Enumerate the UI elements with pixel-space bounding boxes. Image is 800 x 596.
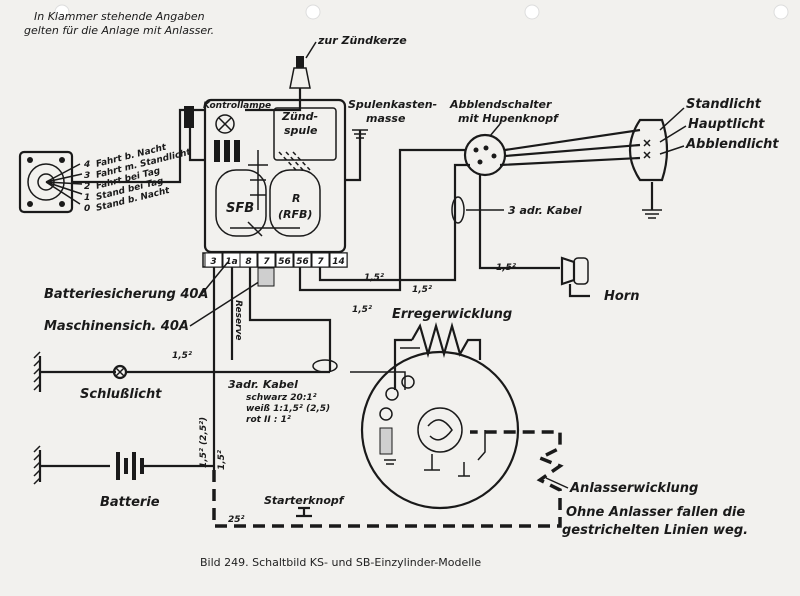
- leader-line: [659, 107, 687, 155]
- wire: [499, 128, 641, 167]
- wire-label-vertical: 1,5² (2,5²): [199, 417, 209, 468]
- switch-position-number: 0: [84, 204, 90, 214]
- header-note-line1: In Klammer stehende Angaben: [34, 10, 205, 23]
- wire-label: 1,5²: [352, 305, 372, 315]
- starter-button: [296, 506, 312, 518]
- label-sfb: SFB: [226, 201, 254, 216]
- wire: [345, 130, 362, 182]
- label-batteriesicherung: Batteriesicherung 40A: [44, 287, 209, 302]
- label-abblendschalter-1: Abblendschalter: [449, 98, 552, 111]
- wire-label: 1,5²: [496, 263, 516, 273]
- spark-plug-connector: [245, 56, 311, 112]
- terminal-label: 56: [296, 257, 309, 267]
- cable-bundle: [451, 196, 465, 224]
- battery: [33, 445, 214, 485]
- label-abblendlicht: Abblendlicht: [685, 137, 779, 152]
- terminal-strip: 3 1a 8 7 56 56 7 14: [202, 252, 348, 268]
- label-kabel-spec-2: weiß 1:1,5² (2,5): [246, 404, 330, 414]
- dimmer-switch: [463, 133, 507, 177]
- label-kabel-spec-3: rot II : 1²: [246, 415, 291, 425]
- wire-label: 1,5²: [364, 273, 384, 283]
- label-maschinensicherung: Maschinensich. 40A: [44, 319, 189, 334]
- switch-position-number: 4: [83, 160, 90, 170]
- terminal-label: 7: [317, 257, 324, 267]
- wire-label-vertical2: 1,5²: [217, 450, 227, 470]
- ground-symbol: [352, 129, 368, 139]
- punch-hole: [773, 4, 789, 20]
- wire-label: 1,5²: [412, 285, 432, 295]
- switch-position-number: 1: [84, 193, 90, 203]
- punch-hole: [305, 4, 321, 20]
- terminal-label: 3: [210, 257, 216, 267]
- starter-circuit-dashed: [212, 430, 564, 528]
- leader-line: [489, 123, 501, 137]
- label-starterknopf: Starterknopf: [264, 494, 345, 507]
- figure-caption: Bild 249. Schaltbild KS- und SB-Einzylin…: [200, 556, 481, 569]
- terminal-box: [275, 252, 294, 268]
- wire-label: 1,5²: [172, 351, 192, 361]
- wire: [318, 163, 470, 282]
- label-zuendspule-2: spule: [284, 124, 318, 137]
- fuse-block: [257, 267, 275, 287]
- control-box: [203, 98, 347, 254]
- punch-hole: [524, 4, 540, 20]
- terminal-box: [239, 252, 258, 268]
- fuse-block: [184, 106, 194, 128]
- label-kontrollampe: Kontrollampe: [203, 101, 271, 111]
- label-batterie: Batterie: [100, 495, 160, 510]
- wire-label-25: 25²: [228, 515, 245, 525]
- label-3adr-kabel: 3adr. Kabel: [228, 378, 298, 391]
- label-abblendschalter-2: mit Hupenknopf: [458, 112, 559, 125]
- label-3adr-kabel-top: 3 adr. Kabel: [508, 204, 582, 217]
- label-zuendkerze: zur Zündkerze: [317, 34, 407, 47]
- label-r: R: [292, 192, 300, 205]
- cable-bundle: [312, 359, 338, 373]
- terminal-box: [257, 252, 276, 268]
- terminal-box: [329, 252, 348, 268]
- label-anlasser-note-2: gestrichelten Linien weg.: [562, 523, 748, 538]
- label-rfb: (RFB): [278, 208, 312, 221]
- switch-position-number: 3: [84, 171, 90, 181]
- label-anlasser-note-1: Ohne Anlasser fallen die: [566, 505, 745, 520]
- label-spulenkasten-2: masse: [366, 112, 406, 125]
- leader-line: [189, 261, 266, 327]
- exciter-winding: [393, 321, 482, 390]
- label-anlasserwicklung: Anlasserwicklung: [569, 481, 698, 496]
- terminal-label: 7: [263, 257, 270, 267]
- wire: [298, 148, 465, 292]
- wire: [478, 175, 560, 270]
- label-schlusslicht: Schlußlicht: [80, 387, 162, 402]
- switch-position-number: 2: [84, 182, 90, 192]
- terminal-label: 1a: [225, 257, 237, 267]
- terminal-label: 8: [245, 257, 251, 267]
- wire: [350, 371, 406, 390]
- terminal-box: [293, 252, 312, 268]
- wire: [188, 128, 205, 162]
- leader-line: [545, 477, 569, 489]
- wire: [248, 267, 332, 372]
- label-reserve: Reserve: [233, 300, 243, 340]
- label-hauptlicht: Hauptlicht: [688, 117, 765, 132]
- horn: [560, 256, 590, 298]
- terminal-label: 14: [332, 257, 345, 267]
- headlamp: [629, 118, 669, 219]
- label-standlicht: Standlicht: [686, 97, 762, 112]
- label-zuendspule-1: Zünd-: [281, 110, 318, 123]
- punch-hole: [54, 4, 70, 20]
- label-horn: Horn: [604, 289, 639, 304]
- tail-light: [33, 351, 330, 392]
- header-note-line2: gelten für die Anlage mit Anlasser.: [24, 24, 214, 37]
- label-kabel-spec-1: schwarz 20:1²: [246, 393, 317, 403]
- terminal-label: 56: [278, 257, 291, 267]
- label-erregerwicklung: Erregerwicklung: [392, 307, 512, 322]
- generator: [360, 350, 520, 510]
- label-spulenkasten-1: Spulenkasten-: [348, 98, 437, 111]
